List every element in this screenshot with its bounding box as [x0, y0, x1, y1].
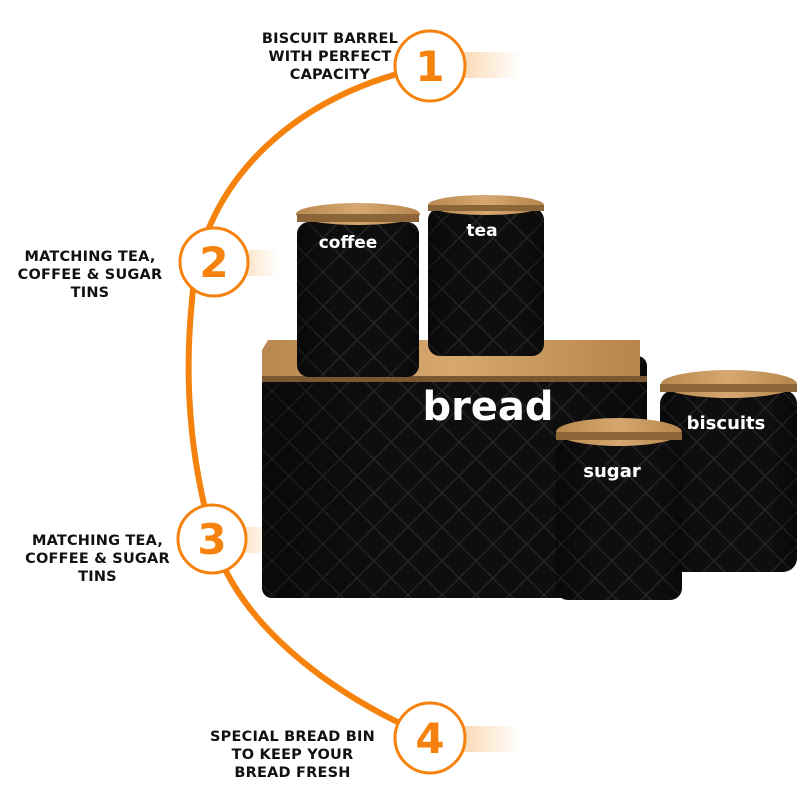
- feature-label-1: BISCUIT BARREL WITH PERFECT CAPACITY: [230, 30, 430, 84]
- sugar-canister: sugar: [556, 418, 682, 600]
- feature-3-line-3: TINS: [78, 569, 117, 585]
- feature-number-2: 2: [199, 238, 228, 287]
- feature-badge-4: 4: [393, 701, 467, 775]
- feature-label-4: SPECIAL BREAD BIN TO KEEP YOUR BREAD FRE…: [200, 728, 385, 782]
- feature-1-line-1: BISCUIT BARREL: [261, 31, 399, 47]
- coffee-label: coffee: [319, 233, 378, 253]
- feature-4-line-2: TO KEEP YOUR: [231, 747, 354, 763]
- feature-badge-2: 2: [178, 226, 250, 298]
- feature-number-4: 4: [415, 714, 444, 763]
- feature-number-3: 3: [197, 515, 226, 564]
- feature-2-line-2: COFFEE & SUGAR: [17, 267, 163, 283]
- tea-label: tea: [466, 221, 497, 241]
- feature-arc: [185, 63, 435, 741]
- feature-badge-1: 1: [393, 29, 467, 103]
- tea-canister: tea: [428, 195, 544, 356]
- feature-label-3: MATCHING TEA, COFFEE & SUGAR TINS: [10, 532, 185, 586]
- feature-4-line-1: SPECIAL BREAD BIN: [210, 729, 375, 745]
- feature-2-line-3: TINS: [70, 285, 110, 301]
- feature-1-line-3: CAPACITY: [289, 67, 371, 83]
- bread-bin: bread: [262, 340, 647, 598]
- feature-3-line-2: COFFEE & SUGAR: [25, 551, 170, 567]
- sugar-label: sugar: [583, 461, 641, 482]
- feature-2-line-1: MATCHING TEA,: [24, 249, 156, 265]
- coffee-canister: coffee: [296, 203, 420, 377]
- feature-label-2: MATCHING TEA, COFFEE & SUGAR TINS: [0, 248, 180, 302]
- feature-3-line-1: MATCHING TEA,: [31, 533, 164, 549]
- feature-1-line-2: WITH PERFECT: [268, 49, 392, 65]
- feature-number-1: 1: [415, 42, 444, 91]
- biscuits-canister: biscuits: [660, 370, 797, 572]
- feature-badge-3: 3: [176, 503, 248, 575]
- feature-4-line-3: BREAD FRESH: [234, 765, 351, 781]
- biscuits-label: biscuits: [687, 413, 766, 434]
- bread-label: bread: [422, 384, 553, 430]
